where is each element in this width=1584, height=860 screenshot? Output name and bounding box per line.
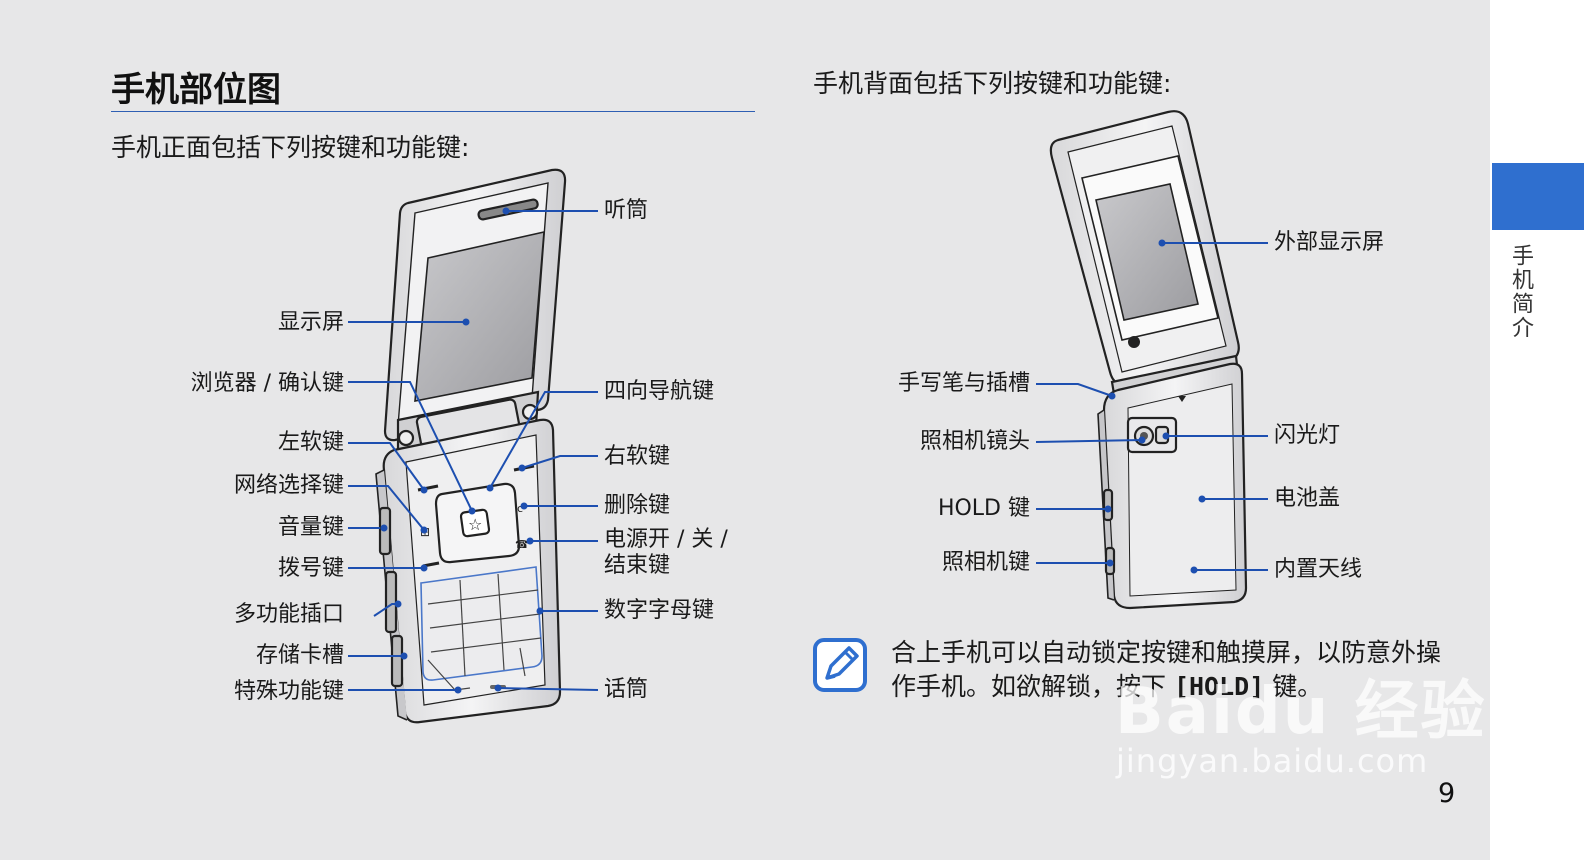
label-flash: 闪光灯 xyxy=(1274,423,1341,448)
page-title: 手机部位图 xyxy=(111,70,281,110)
page-number: 9 xyxy=(1438,778,1456,809)
label-external-display: 外部显示屏 xyxy=(1274,230,1385,255)
svg-text:c: c xyxy=(517,502,523,515)
label-volume-key: 音量键 xyxy=(277,515,344,540)
front-phone: ☆ ⊞ c ☎ xyxy=(375,168,567,724)
chapter-tab xyxy=(1492,163,1584,230)
title-underline xyxy=(111,111,755,112)
label-right-soft-key: 右软键 xyxy=(604,444,671,469)
label-left-soft-key: 左软键 xyxy=(277,430,344,455)
note-text-after: 键。 xyxy=(1264,672,1323,701)
label-display: 显示屏 xyxy=(277,310,344,335)
side-margin xyxy=(1490,0,1584,860)
chapter-tab-label: 手机简介 xyxy=(1508,244,1533,340)
label-4way-nav-key: 四向导航键 xyxy=(604,379,715,404)
svg-text:☆: ☆ xyxy=(468,515,482,534)
label-browser-confirm-key: 浏览器 / 确认键 xyxy=(190,371,344,396)
back-phone xyxy=(1049,110,1248,610)
label-delete-key: 删除键 xyxy=(604,493,671,518)
note-hold-key: [HOLD] xyxy=(1173,672,1265,701)
leader-lines xyxy=(348,210,1268,691)
label-multifunction-jack: 多功能插口 xyxy=(233,602,344,627)
watermark-logo: Baidu 经验 xyxy=(1115,675,1487,749)
label-special-function-key: 特殊功能键 xyxy=(233,679,344,704)
label-stylus-slot: 手写笔与插槽 xyxy=(897,371,1030,396)
label-alphanumeric-keys: 数字字母键 xyxy=(604,598,715,623)
label-power-end-key-line2: 结束键 xyxy=(604,553,671,578)
label-dial-key: 拨号键 xyxy=(277,556,344,581)
note-pencil-icon xyxy=(813,638,867,692)
front-intro: 手机正面包括下列按键和功能键: xyxy=(111,133,470,162)
label-camera-key: 照相机键 xyxy=(941,550,1030,575)
label-battery-cover: 电池盖 xyxy=(1274,486,1341,511)
label-memory-card-slot: 存储卡槽 xyxy=(255,643,344,668)
label-camera-lens: 照相机镜头 xyxy=(919,429,1030,454)
svg-text:☎: ☎ xyxy=(515,538,529,551)
watermark-url: jingyan.baidu.com xyxy=(1116,742,1429,780)
note-text-before: 合上手机可以自动锁定按键和触摸屏，以防意外操作手机。如欲解锁，按下 xyxy=(891,638,1442,701)
label-internal-antenna: 内置天线 xyxy=(1274,557,1363,582)
label-microphone: 话筒 xyxy=(604,677,649,702)
label-earpiece: 听筒 xyxy=(604,198,649,223)
label-network-select-key: 网络选择键 xyxy=(233,473,344,498)
phone-diagrams: ☆ ⊞ c ☎ xyxy=(348,110,1268,724)
label-hold-key: HOLD 键 xyxy=(937,496,1030,521)
leader-dots xyxy=(380,207,1206,694)
back-intro: 手机背面包括下列按键和功能键: xyxy=(813,69,1172,98)
label-power-end-key-line1: 电源开 / 关 / xyxy=(604,527,728,552)
note-text: 合上手机可以自动锁定按键和触摸屏，以防意外操作手机。如欲解锁，按下 [HOLD]… xyxy=(891,636,1451,704)
